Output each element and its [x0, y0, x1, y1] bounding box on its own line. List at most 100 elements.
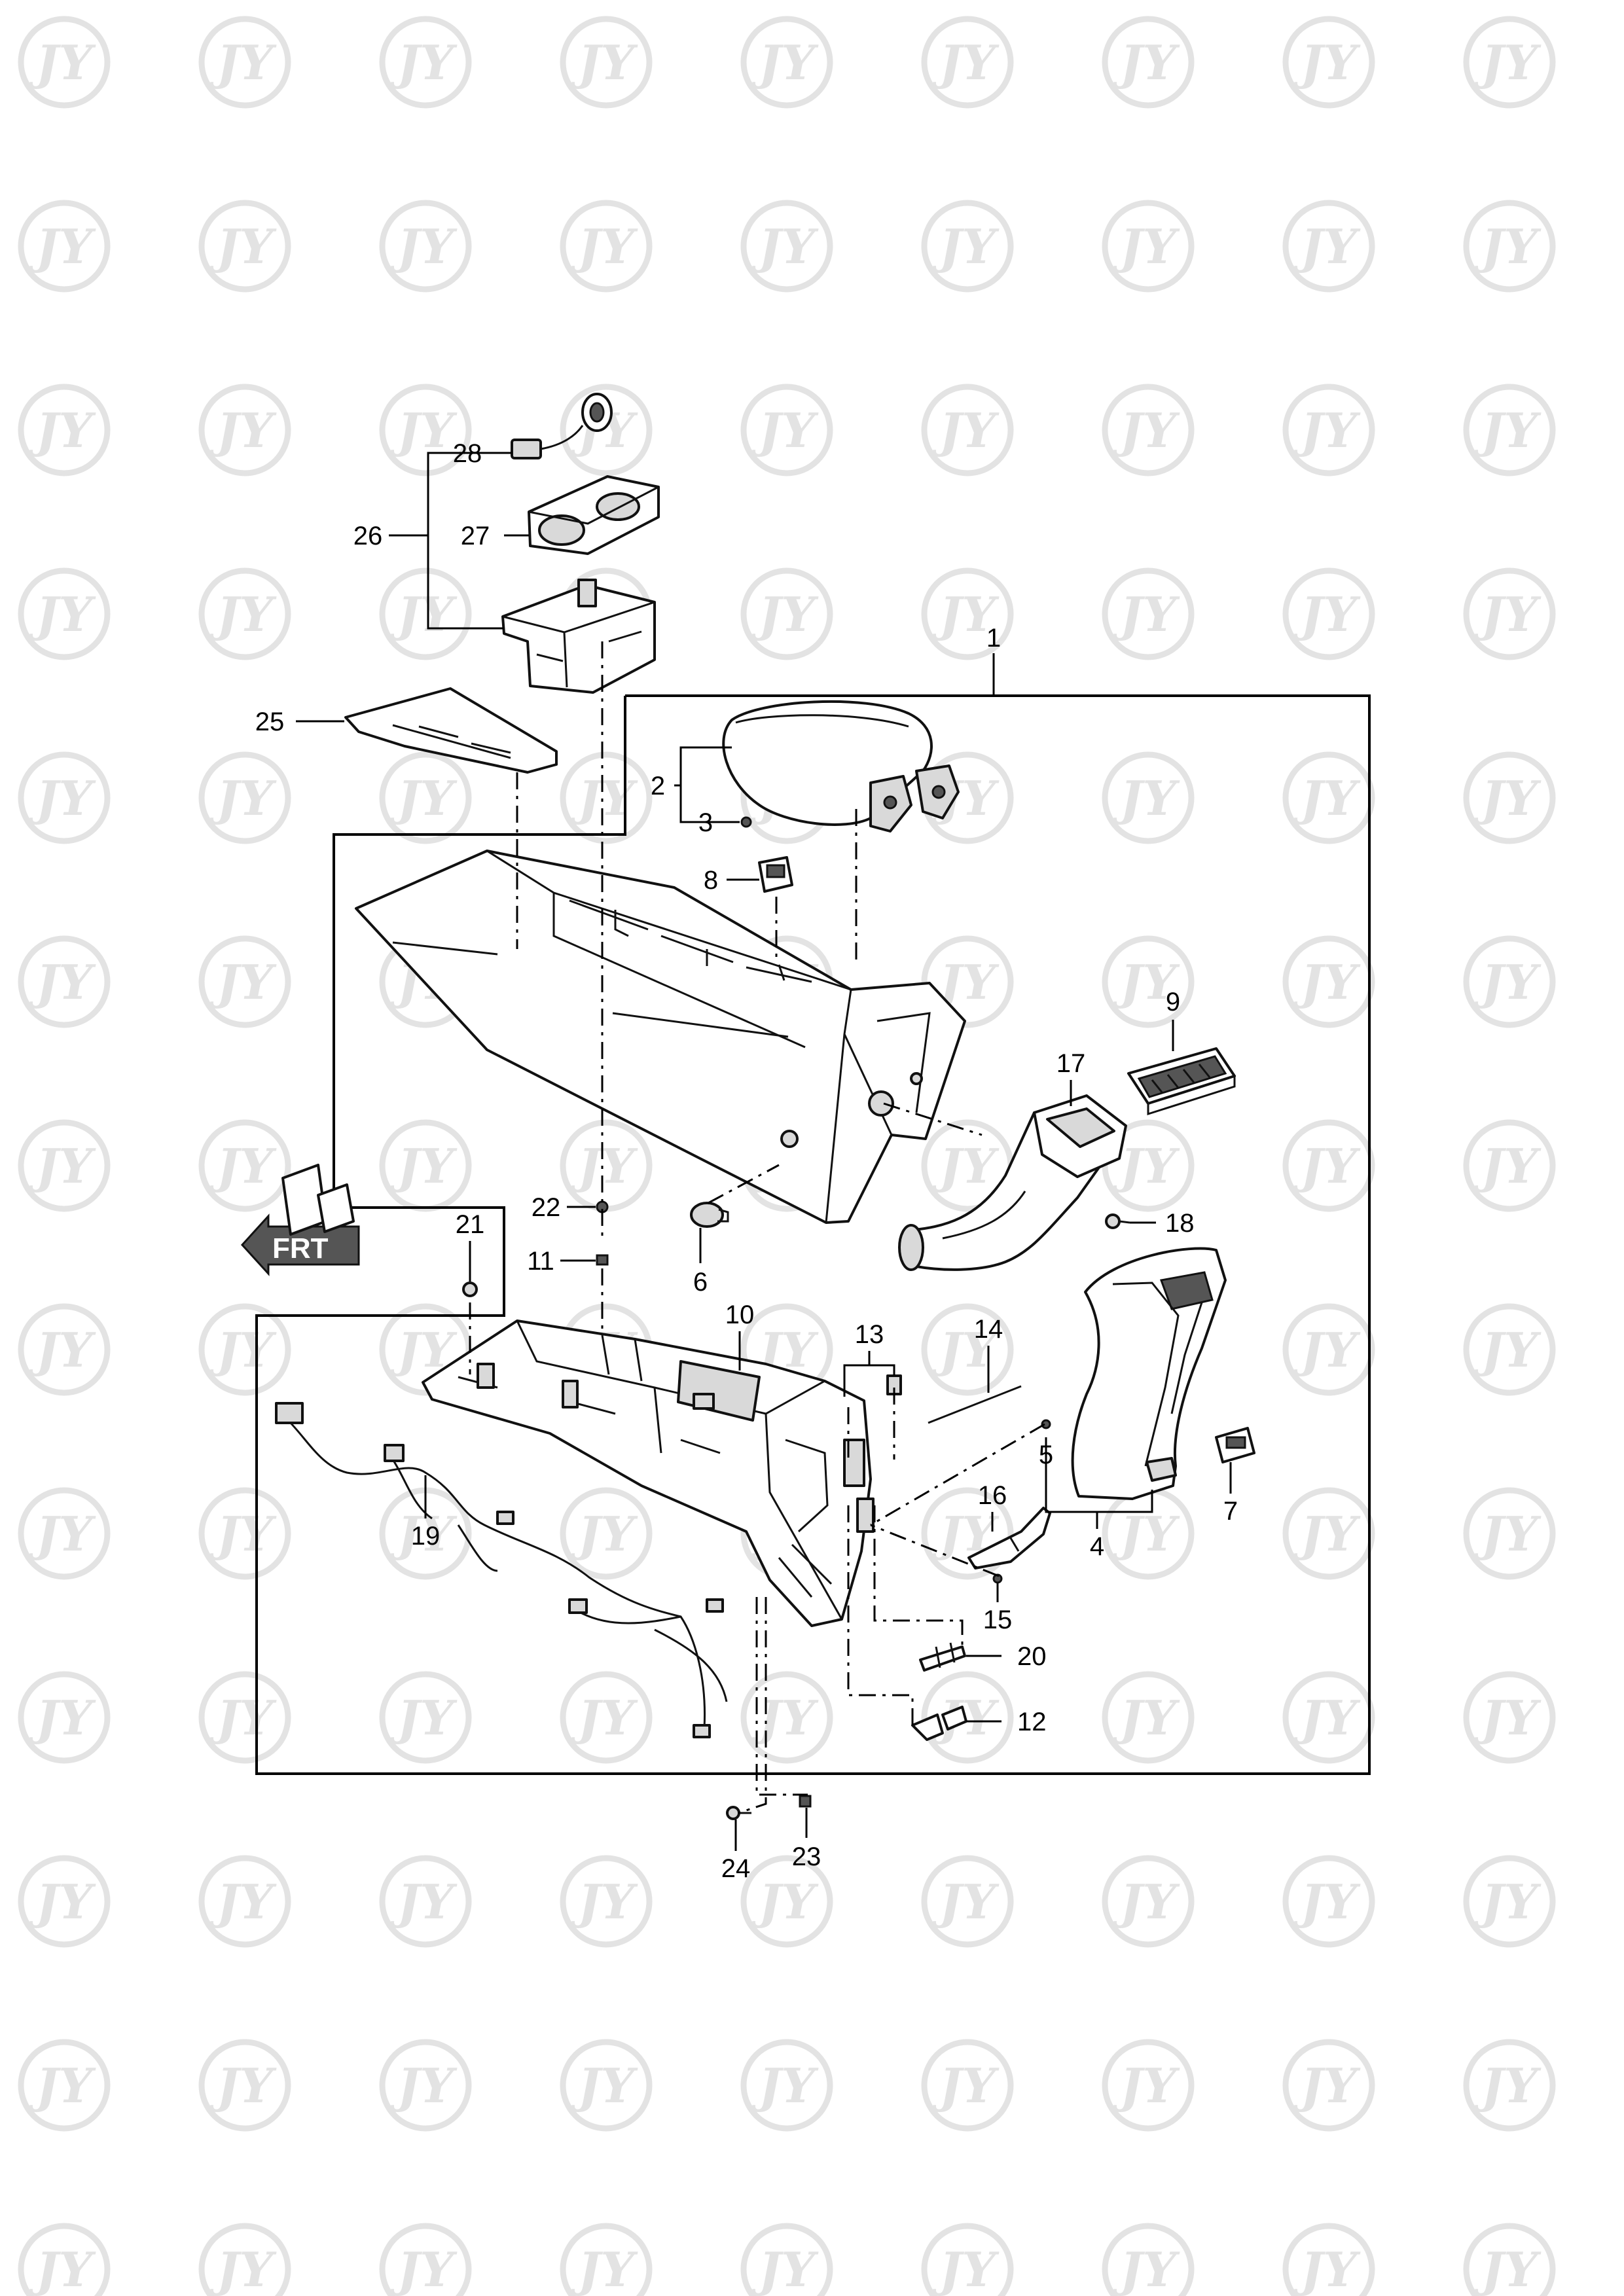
part-16-bracket[interactable] — [967, 1507, 1051, 1570]
svg-text:JY: JY — [570, 1506, 638, 1562]
part-3-screw[interactable] — [740, 816, 752, 828]
part-24-bolt[interactable] — [726, 1806, 751, 1820]
svg-text:JY: JY — [389, 2058, 458, 2113]
part-14-rod[interactable] — [928, 1385, 1022, 1424]
svg-text:JY: JY — [209, 954, 277, 1010]
part-5-clip[interactable] — [1041, 1419, 1051, 1429]
callout-1[interactable]: 1 — [986, 624, 1001, 653]
watermark-mark: JY — [1102, 1855, 1195, 1948]
watermark-mark: JY — [18, 2039, 111, 2132]
svg-text:JY: JY — [751, 2242, 819, 2296]
watermark-mark: JY — [379, 567, 472, 660]
callout-2[interactable]: 2 — [651, 772, 665, 800]
part-27-cupholder-insert[interactable] — [528, 475, 660, 555]
part-11-nut[interactable] — [596, 1254, 609, 1266]
callout-19[interactable]: 19 — [411, 1522, 441, 1551]
part-28-usb-socket[interactable] — [511, 393, 613, 459]
callout-15[interactable]: 15 — [983, 1605, 1013, 1634]
svg-text:JY: JY — [1112, 586, 1180, 642]
callout-12[interactable]: 12 — [1017, 1708, 1047, 1736]
callout-10[interactable]: 10 — [725, 1300, 755, 1329]
part-20-bracket[interactable] — [919, 1642, 966, 1672]
svg-text:JY: JY — [28, 35, 96, 90]
callout-22[interactable]: 22 — [532, 1193, 561, 1222]
svg-text:JY: JY — [1473, 2058, 1542, 2113]
svg-text:JY: JY — [931, 586, 1000, 642]
callout-18[interactable]: 18 — [1165, 1209, 1195, 1238]
watermark-mark: JY — [921, 2223, 1014, 2296]
callout-4[interactable]: 4 — [1090, 1532, 1104, 1561]
part-8-switch[interactable] — [758, 856, 793, 893]
watermark-mark: JY — [18, 751, 111, 844]
watermark-mark: JY — [1102, 16, 1195, 109]
callout-23[interactable]: 23 — [792, 1842, 821, 1871]
svg-text:JY: JY — [389, 403, 458, 458]
svg-text:JY: JY — [389, 1506, 458, 1562]
callout-5[interactable]: 5 — [1039, 1441, 1053, 1469]
watermark-mark: JY — [1463, 384, 1556, 476]
callout-3[interactable]: 3 — [698, 808, 713, 837]
part-6-plug[interactable] — [690, 1202, 729, 1228]
callout-16[interactable]: 16 — [978, 1481, 1007, 1510]
part-19-wiring-harness[interactable] — [275, 1402, 728, 1738]
svg-text:JY: JY — [1293, 586, 1361, 642]
svg-text:JY: JY — [389, 35, 458, 90]
callout-13[interactable]: 13 — [855, 1320, 884, 1349]
callout-28[interactable]: 28 — [453, 439, 482, 468]
part-1-console-body[interactable] — [355, 850, 966, 1224]
part-26-cupholder-housing[interactable] — [501, 579, 656, 694]
watermark-mark: JY — [198, 2223, 291, 2296]
svg-text:JY: JY — [1473, 1506, 1542, 1562]
part-23-nut[interactable] — [799, 1795, 812, 1808]
callout-7[interactable]: 7 — [1223, 1497, 1238, 1526]
svg-text:JY: JY — [209, 770, 277, 826]
watermark-mark: JY — [560, 2223, 653, 2296]
watermark-mark: JY — [1282, 1119, 1375, 1212]
svg-text:JY: JY — [751, 2058, 819, 2113]
watermark-mark: JY — [1463, 1303, 1556, 1396]
watermark-mark: JY — [1102, 1671, 1195, 1764]
callout-11[interactable]: 11 — [527, 1247, 554, 1276]
part-25-trim-panel[interactable] — [344, 687, 558, 774]
callout-8[interactable]: 8 — [704, 866, 718, 895]
callout-17[interactable]: 17 — [1056, 1049, 1086, 1078]
svg-text:JY: JY — [570, 1138, 638, 1194]
svg-text:JY: JY — [570, 1690, 638, 1746]
watermark-mark: JY — [740, 1671, 833, 1764]
part-9-rear-vent[interactable] — [1127, 1047, 1236, 1116]
watermark-mark: JY — [921, 200, 1014, 293]
part-4-rear-trim[interactable] — [1071, 1247, 1227, 1500]
watermark-mark: JY — [198, 1119, 291, 1212]
callout-27[interactable]: 27 — [461, 522, 490, 550]
svg-text:JY: JY — [389, 2242, 458, 2296]
watermark-mark: JY — [198, 384, 291, 476]
watermark-mark: JY — [18, 200, 111, 293]
watermark-mark: JY — [1102, 567, 1195, 660]
watermark-mark: JY — [379, 1303, 472, 1396]
part-2-armrest-lid[interactable] — [722, 700, 960, 833]
part-18-screw[interactable] — [1105, 1213, 1130, 1229]
callout-labels: 1 2 3 4 5 6 7 8 9 10 11 12 13 14 15 16 1… — [255, 439, 1238, 1883]
svg-text:JY: JY — [1112, 35, 1180, 90]
svg-text:JY: JY — [931, 35, 1000, 90]
watermark-mark: JY — [921, 1487, 1014, 1580]
part-21-nut[interactable] — [462, 1282, 478, 1297]
callout-21[interactable]: 21 — [456, 1210, 485, 1239]
callout-6[interactable]: 6 — [693, 1268, 708, 1297]
svg-text:JY: JY — [389, 770, 458, 826]
svg-text:JY: JY — [209, 1322, 277, 1378]
part-17-air-duct[interactable] — [898, 1094, 1127, 1271]
callout-20[interactable]: 20 — [1017, 1642, 1047, 1671]
watermark-mark: JY — [560, 16, 653, 109]
callout-26[interactable]: 26 — [353, 522, 383, 550]
callout-9[interactable]: 9 — [1166, 988, 1180, 1016]
part-10-support-bracket[interactable] — [422, 1319, 875, 1627]
watermark-mark: JY — [18, 1855, 111, 1948]
frt-label: FRT — [272, 1232, 329, 1265]
watermark-mark: JY — [18, 16, 111, 109]
callout-24[interactable]: 24 — [721, 1854, 751, 1883]
svg-text:JY: JY — [1293, 2058, 1361, 2113]
callout-14[interactable]: 14 — [974, 1315, 1003, 1344]
part-7-rear-switch[interactable] — [1215, 1427, 1255, 1463]
callout-25[interactable]: 25 — [255, 708, 285, 736]
